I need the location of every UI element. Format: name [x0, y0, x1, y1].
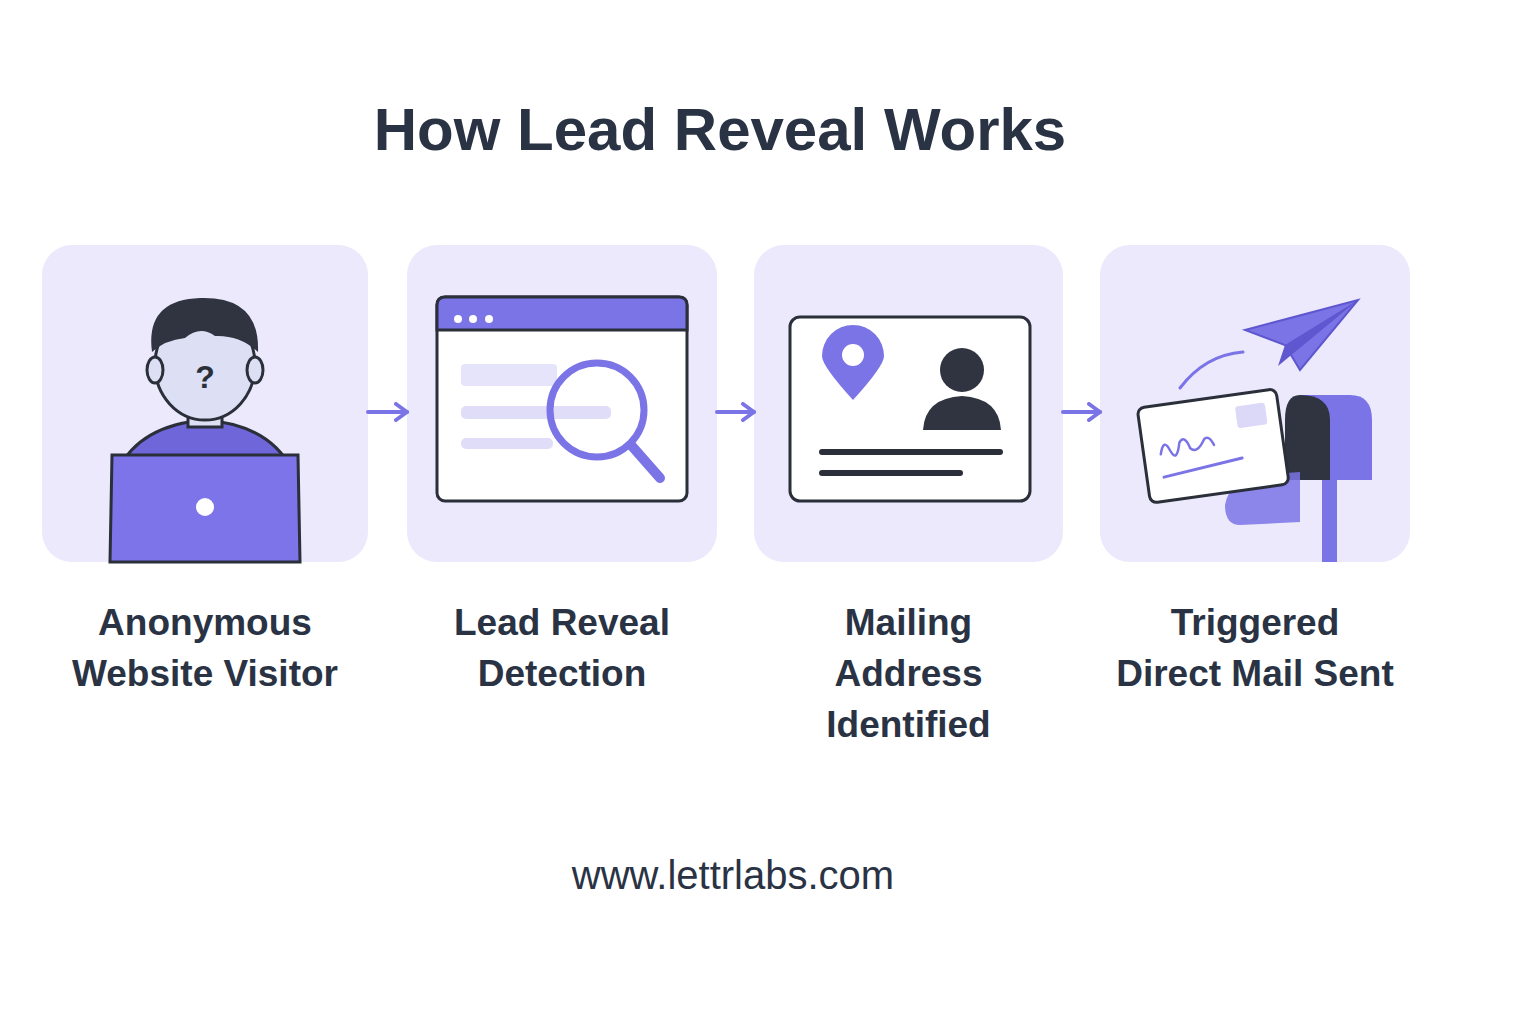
step-label: Anonymous Website Visitor: [42, 597, 368, 699]
address-card-icon: [790, 317, 1030, 501]
flow-arrow: [368, 410, 407, 414]
step-label: Triggered Direct Mail Sent: [1114, 597, 1396, 699]
step-panel: [1100, 245, 1410, 562]
step-node: Anonymous Website Visitor: [42, 245, 368, 562]
step-label-box: Mailing Address Identified: [779, 597, 1039, 750]
step-label: Lead Reveal Detection: [407, 597, 717, 699]
question-mark: ?: [195, 359, 215, 395]
step-panel: [407, 245, 717, 562]
step-panel: [754, 245, 1063, 562]
step-node: Triggered Direct Mail Sent: [1100, 245, 1410, 562]
step-label: Mailing Address Identified: [779, 597, 1039, 750]
step-label-box: Lead Reveal Detection: [407, 597, 717, 699]
step-panel: [42, 245, 368, 562]
step-label-box: Triggered Direct Mail Sent: [1114, 597, 1396, 699]
step-node: Mailing Address Identified: [754, 245, 1063, 562]
free-label-box: www.lettrlabs.com: [333, 850, 1133, 900]
step-node: Lead Reveal Detection: [407, 245, 717, 562]
diagram-title: How Lead Reveal Works: [374, 96, 1066, 163]
title-box: How Lead Reveal Works: [120, 90, 1320, 170]
step-label-box: Anonymous Website Visitor: [42, 597, 368, 699]
detection-icon: [437, 297, 687, 501]
flow-arrow: [1063, 410, 1100, 414]
free-label-box: ?: [185, 357, 225, 397]
flow-arrow: [717, 410, 754, 414]
website-url: www.lettrlabs.com: [572, 853, 894, 897]
